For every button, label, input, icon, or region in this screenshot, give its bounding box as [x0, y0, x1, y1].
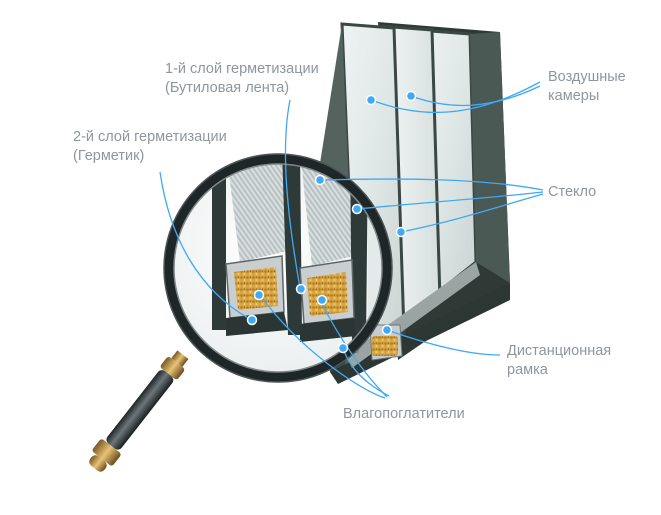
callout-dot-glass-3 — [395, 226, 407, 238]
label-sealing-layer-2-line2: (Герметик) — [73, 148, 145, 164]
label-desiccants: Влагопоглатители — [343, 405, 465, 424]
callout-dot-spacer — [381, 324, 393, 336]
callout-line-glass-2 — [356, 191, 544, 210]
label-spacer-frame-line2: рамка — [507, 362, 548, 378]
label-glass: Стекло — [548, 183, 596, 202]
callout-lines — [159, 81, 544, 399]
label-air-chambers-line1: Воздушные — [548, 69, 626, 85]
callout-line-sealing-2 — [159, 171, 249, 319]
label-air-chambers: Воздушные камеры — [548, 68, 626, 106]
callout-line-spacer — [386, 329, 501, 356]
spacer-frame-1 — [225, 255, 288, 336]
callout-line-glass-1 — [319, 178, 544, 191]
callout-dot-desiccant-3 — [337, 342, 349, 354]
callout-dot-sealing-2 — [246, 314, 258, 326]
callout-line-sealing-1 — [284, 99, 301, 289]
label-air-chambers-line2: камеры — [548, 88, 600, 104]
spacer-frame-2 — [299, 259, 356, 342]
callout-line-air-chamber-1 — [370, 81, 541, 114]
callout-line-air-chamber-2 — [410, 85, 541, 107]
callout-dot-desiccant-2 — [316, 294, 328, 306]
label-sealing-layer-1: 1-й слой герметизации (Бутиловая лента) — [165, 60, 319, 98]
callout-dot-sealing-1 — [295, 283, 307, 295]
callout-line-glass-3 — [400, 193, 544, 233]
label-sealing-layer-2-line1: 2-й слой герметизации — [73, 129, 227, 145]
label-spacer-frame: Дистанционная рамка — [507, 342, 611, 380]
callout-line-desiccant-2 — [319, 299, 388, 398]
label-spacer-frame-line1: Дистанционная — [507, 343, 612, 359]
callout-line-desiccant-1 — [259, 294, 386, 399]
label-glass-text: Стекло — [548, 184, 597, 200]
callout-dot-air-chamber-2 — [405, 90, 417, 102]
label-sealing-layer-1-line1: 1-й слой герметизации — [165, 61, 319, 77]
callout-dot-glass-1 — [314, 174, 326, 186]
callout-line-desiccant-3 — [342, 347, 390, 397]
label-sealing-layer-1-line2: (Бутиловая лента) — [165, 80, 290, 96]
callout-dot-glass-2 — [351, 203, 363, 215]
callout-dots — [246, 90, 417, 354]
label-desiccants-text: Влагопоглатители — [343, 406, 465, 422]
callout-dot-air-chamber-1 — [365, 94, 377, 106]
magnifier — [89, 153, 393, 472]
label-sealing-layer-2: 2-й слой герметизации (Герметик) — [73, 128, 227, 166]
callout-dot-desiccant-1 — [253, 289, 265, 301]
